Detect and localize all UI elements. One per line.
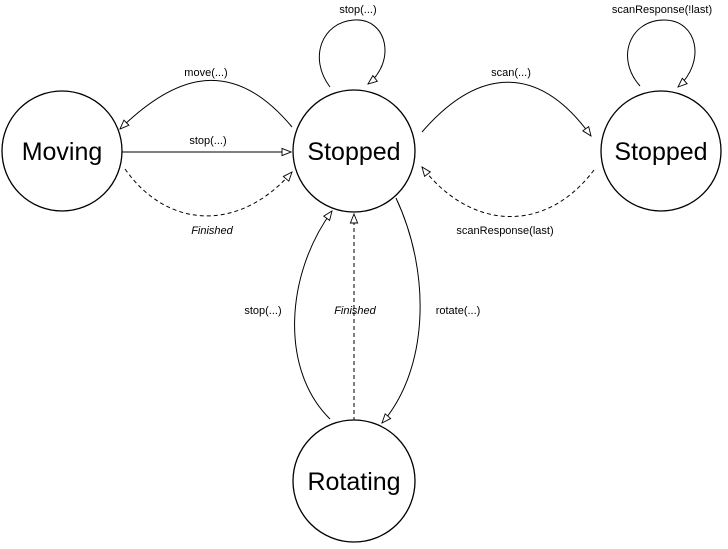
edge-rotate	[382, 197, 421, 423]
state-moving-label: Moving	[22, 138, 103, 166]
state-moving[interactable]: Moving	[1, 90, 123, 212]
state-moving-circle	[1, 90, 123, 212]
label-rotate: rotate(...)	[436, 305, 481, 317]
edge-scan	[421, 81, 591, 136]
edge-stopped-self-loop	[318, 19, 386, 88]
label-stop-rotating: stop(...)	[244, 305, 281, 317]
edge-scan-response-last	[422, 167, 595, 217]
label-scan-response-not-last: scanResponse(!last)	[612, 4, 712, 16]
label-scan: scan(...)	[491, 67, 531, 79]
state-rotating[interactable]: Rotating	[292, 419, 416, 543]
label-stopped-self-loop: stop(...)	[339, 4, 376, 16]
edge-scan-response-self-loop	[627, 19, 696, 87]
state-stopped-center-circle	[292, 89, 416, 213]
state-stopped-center[interactable]: Stopped	[292, 89, 416, 213]
label-scan-response-last: scanResponse(last)	[456, 225, 553, 237]
state-stopped-right[interactable]: Stopped	[600, 90, 722, 212]
label-moving-finished: Finished	[191, 225, 233, 237]
state-stopped-center-label: Stopped	[307, 138, 400, 166]
label-stop-moving: stop(...)	[189, 135, 226, 147]
edge-moving-finished	[124, 168, 292, 217]
state-rotating-circle	[292, 419, 416, 543]
state-rotating-label: Rotating	[307, 468, 400, 496]
state-stopped-right-label: Stopped	[614, 138, 707, 166]
edge-rotating-to-stopped	[294, 211, 332, 420]
state-stopped-right-circle	[600, 90, 722, 212]
label-move: move(...)	[184, 67, 227, 79]
label-rotating-finished: Finished	[334, 305, 376, 317]
edge-stopped-to-moving	[120, 79, 293, 129]
